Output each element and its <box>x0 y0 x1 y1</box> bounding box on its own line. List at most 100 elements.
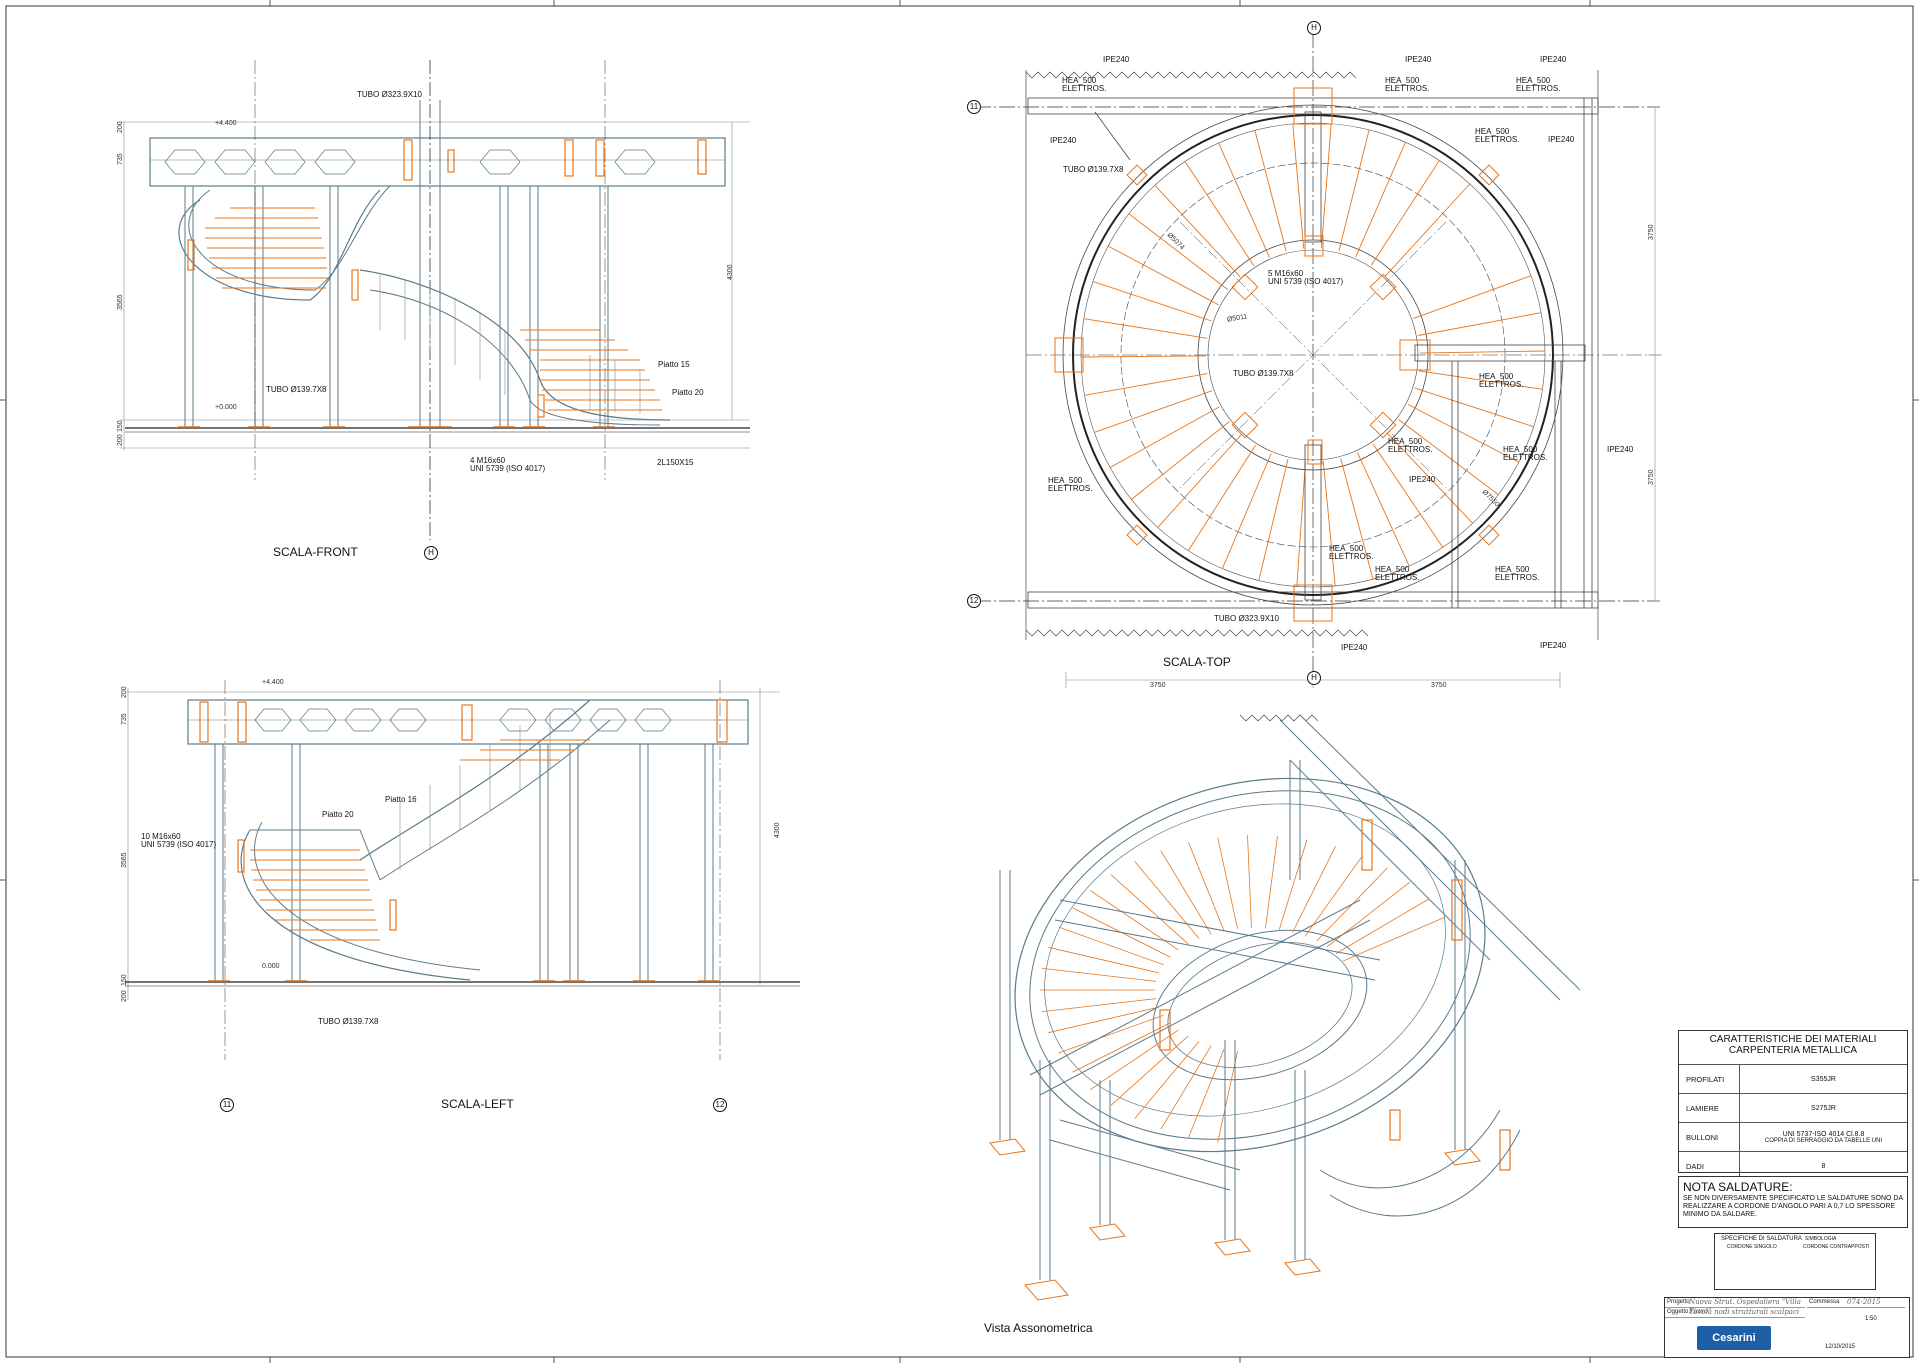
iso-tread <box>1134 1041 1200 1119</box>
materials-value: S355JR <box>1739 1064 1907 1094</box>
left-dim-6: 200 <box>121 990 128 1002</box>
plan-tread <box>1157 434 1242 528</box>
iso-tread <box>1343 916 1445 962</box>
isometric-view <box>989 714 1581 1301</box>
iso-tread <box>1326 881 1410 948</box>
iso-tread <box>1042 998 1157 1012</box>
plan-label-hea-10b: ELETTROS. <box>1375 573 1420 582</box>
tb-project: Nuova Strut. Ospedaliera "Villa Fiaso" <box>1689 1298 1801 1315</box>
weld-spec-box: SPECIFICHE DI SALDATURA SIMBOLOGIA CORDO… <box>1714 1233 1876 1290</box>
front-label-tubo-top: TUBO Ø323.9X10 <box>357 90 422 99</box>
left-elevation <box>125 680 800 1060</box>
plan-label-hea-4: HEA_500 <box>1475 127 1510 136</box>
plan-label-ipe-3: IPE240 <box>1540 55 1567 64</box>
plan-label-ipe-4: IPE240 <box>1050 136 1077 145</box>
tb-row-object: Oggetto Tavola nodi strutturali scalpaci <box>1665 1308 1805 1318</box>
plan-tread <box>1413 275 1532 319</box>
plan-label-hea-4b: ELETTROS. <box>1475 135 1520 144</box>
plan-tread <box>1407 404 1520 463</box>
iso-tread <box>1134 861 1200 939</box>
tb-scale: 1:50 <box>1865 1316 1877 1322</box>
plan-tread <box>1254 130 1287 252</box>
plan-label-hea-10: HEA_500 <box>1375 565 1410 574</box>
materials-row: BULLONI UNI 5737-ISO 4014 Cl.8.8 COPPIA … <box>1679 1122 1907 1152</box>
plan-label-hea-1b: ELETTROS. <box>1062 84 1107 93</box>
left-dim-4: 4300 <box>774 822 781 838</box>
grid-bubble-12-left: 12 <box>713 1098 727 1112</box>
plan-label-hea-5b: ELETTROS. <box>1479 380 1524 389</box>
iso-tread <box>1188 1048 1225 1138</box>
view-title-left: SCALA-LEFT <box>441 1097 514 1111</box>
materials-row: DADI 8 <box>1679 1151 1907 1180</box>
plan-label-bolt2: UNI 5739 (ISO 4017) <box>1268 277 1344 286</box>
plan-label-hea-8b: ELETTROS. <box>1048 484 1093 493</box>
iso-tread <box>1292 846 1336 933</box>
iso-tread <box>1265 835 1278 929</box>
tb-object: Tavola nodi strutturali scalpaci <box>1689 1308 1800 1316</box>
front-dim-5: 150 <box>117 420 124 432</box>
weld-spec-label: SPECIFICHE DI SALDATURA <box>1721 1236 1802 1242</box>
plan-tread <box>1080 355 1207 358</box>
iso-tread <box>1278 839 1308 930</box>
iso-treads <box>1040 835 1445 1143</box>
plan-tread <box>1092 280 1212 322</box>
plan-label-bolt1: 5 M16x60 <box>1268 269 1304 278</box>
plan-tread <box>1355 142 1406 258</box>
tb-key: Progetto <box>1667 1299 1690 1305</box>
plan-label-hea-5: HEA_500 <box>1479 372 1514 381</box>
plan-tread <box>1187 444 1256 551</box>
left-label-bolt1: 10 M16x60 <box>141 832 181 841</box>
grid-bubble-h-top: H <box>1307 21 1321 35</box>
front-label-piatto20: Piatto 20 <box>672 388 704 397</box>
plan-tread <box>1154 184 1241 278</box>
materials-table: CARATTERISTICHE DEI MATERIALI CARPENTERI… <box>1678 1030 1908 1180</box>
plan-dim-d: 3750 <box>1648 469 1655 485</box>
plan-treads <box>1080 123 1546 587</box>
iso-tread <box>1188 842 1225 932</box>
plan-label-ipe-7: IPE240 <box>1409 475 1436 484</box>
materials-key: BULLONI <box>1679 1122 1740 1152</box>
front-dim-4: 4300 <box>727 264 734 280</box>
iso-tread <box>1058 926 1164 966</box>
left-label-tubo: TUBO Ø139.7X8 <box>318 1017 379 1026</box>
iso-tread <box>1110 874 1189 945</box>
iso-tread <box>1160 850 1212 935</box>
plan-tread <box>1184 161 1255 267</box>
materials-row: LAMIERE S275JR <box>1679 1093 1907 1123</box>
plan-tread <box>1131 421 1230 500</box>
iso-tread <box>1110 1035 1189 1106</box>
view-title-top: SCALA-TOP <box>1163 655 1231 669</box>
iso-tread <box>1335 898 1430 954</box>
left-level-bottom: 0.000 <box>262 963 280 970</box>
plan-tread <box>1384 183 1471 277</box>
plan-tread <box>1221 453 1272 569</box>
company-logo: Cesarini <box>1697 1326 1771 1350</box>
materials-value-note: COPPIA DI SERRAGGIO DA TABELLE UNI <box>1764 1137 1883 1144</box>
plan-tread <box>1218 142 1270 258</box>
plan-tread <box>1418 312 1542 336</box>
plan-label-hea-9b: ELETTROS. <box>1329 552 1374 561</box>
left-label-piatto20: Piatto 20 <box>322 810 354 819</box>
plan-label-hea-7: HEA_500 <box>1503 445 1538 454</box>
plan-tread <box>1398 419 1499 495</box>
plan-label-hea-1: HEA_500 <box>1062 76 1097 85</box>
front-dim-3: 3565 <box>117 294 124 310</box>
plan-label-ipe-1: IPE240 <box>1103 55 1130 64</box>
weld-c2: CORDONE CONTRAPPOSTI <box>1803 1244 1870 1250</box>
iso-tread <box>1090 1029 1179 1090</box>
view-title-iso: Vista Assonometrica <box>984 1321 1093 1335</box>
grid-bubble-h-bottom: H <box>1307 671 1321 685</box>
iso-tread <box>1247 835 1252 929</box>
plan-label-ipe-5: IPE240 <box>1548 135 1575 144</box>
plan-tread <box>1109 406 1220 468</box>
tb-date: 12/10/2015 <box>1825 1344 1856 1350</box>
iso-tread <box>1042 968 1157 982</box>
plan-label-hea-7b: ELETTROS. <box>1503 453 1548 462</box>
front-level-bottom: +0.000 <box>215 404 237 411</box>
plan-tread <box>1094 390 1213 433</box>
left-dim-1: 200 <box>121 686 128 698</box>
left-label-bolt2: UNI 5739 (ISO 4017) <box>141 840 217 849</box>
tb-row-project: Progetto Nuova Strut. Ospedaliera "Villa… <box>1665 1298 1805 1315</box>
plan-label-tubo-c: TUBO Ø323.9X10 <box>1214 614 1279 623</box>
left-level-top: +4.400 <box>262 679 284 686</box>
